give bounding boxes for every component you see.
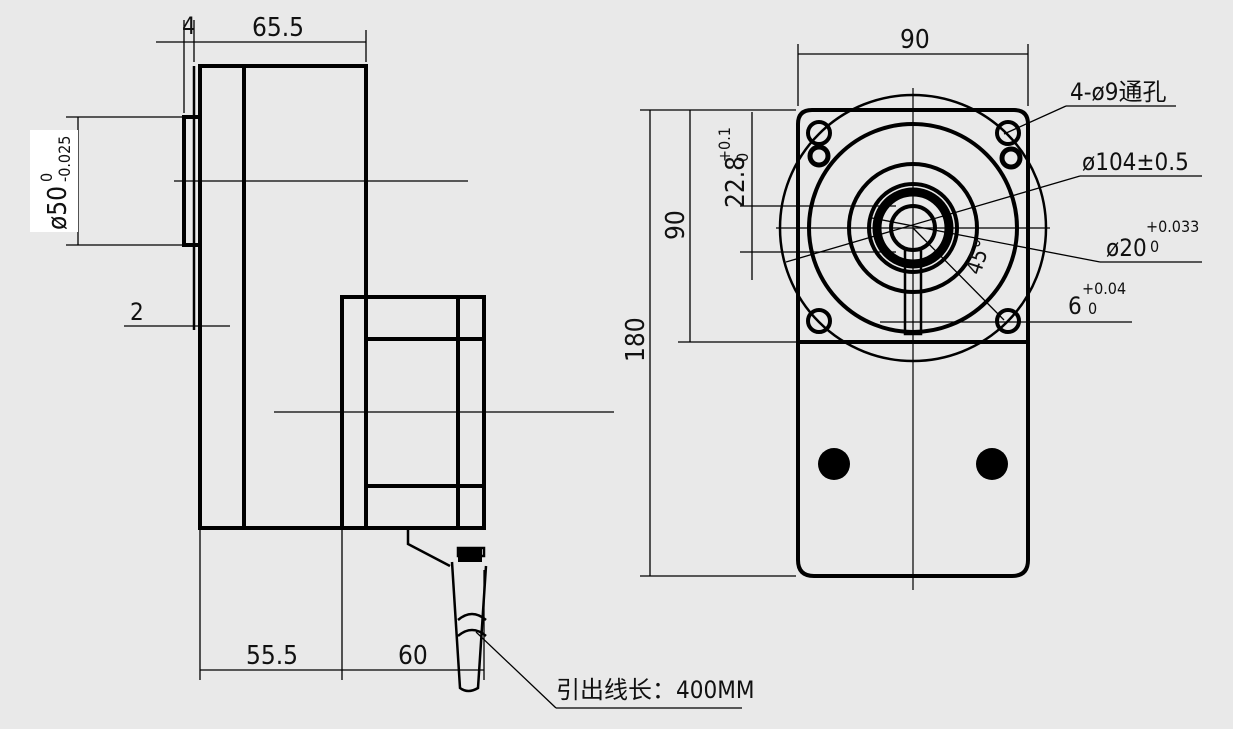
- mount-hole-br: [995, 308, 1021, 334]
- dim-shaft-dia-tol-lower: -0.025: [55, 136, 74, 182]
- front-outline: [796, 108, 1030, 578]
- shaft-dia-label-bg: [30, 130, 78, 232]
- dim-step: 2: [130, 298, 144, 326]
- plate-hole-right: [976, 448, 1008, 480]
- lead-leader-diag: [475, 631, 557, 709]
- lead-length-label: 引出线长：400MM: [556, 676, 754, 704]
- mount-hole-tl2: [807, 144, 831, 168]
- dim-flange-thickness: 4: [182, 12, 196, 40]
- dim-shaft-dia-tol-upper: 0: [37, 173, 56, 182]
- dim-flange-height: 90: [661, 210, 691, 240]
- plate-hole-left: [818, 448, 850, 480]
- key-main: 6: [1068, 292, 1082, 320]
- dim-keyway-main: 22.8: [721, 156, 751, 208]
- dim-gearbox-length: 55.5: [246, 641, 298, 671]
- dim-width: 90: [900, 25, 930, 55]
- holes-leader: [1003, 105, 1067, 135]
- shaft-leader: [871, 217, 1101, 263]
- gearbox-upper-pocket: [364, 295, 486, 341]
- dim-cable-offset: 60: [398, 641, 428, 671]
- shaft-tol-upper: +0.033: [1146, 217, 1199, 236]
- mount-hole-tl: [806, 120, 832, 146]
- lead-wire-plug: [458, 548, 482, 562]
- dim-motor-length: 65.5: [252, 13, 304, 43]
- side-view: 4 65.5 ø50 0 -0.025 2 55.5 60 引出线长：400MM: [30, 12, 754, 709]
- front-view: 90 180 90 22.8 +0.1 0 4-ø9通孔 ø104±0.5 ø2…: [621, 25, 1202, 590]
- shaft-tol-lower: 0: [1150, 237, 1159, 256]
- dim-shaft-dia-main: ø50: [43, 186, 73, 230]
- mount-hole-bl: [806, 308, 832, 334]
- pilot-label: ø104±0.5: [1082, 148, 1189, 176]
- dim-total-height: 180: [621, 317, 651, 362]
- key-tol-upper: +0.04: [1082, 279, 1126, 298]
- angle-arc: [957, 231, 979, 275]
- key-tol-lower: 0: [1088, 299, 1097, 318]
- dim-keyway-tol-upper: +0.1: [715, 127, 734, 162]
- shaft-main: ø20: [1106, 234, 1147, 262]
- mount-hole-tr: [995, 120, 1021, 146]
- angle-label: 45°: [962, 237, 997, 278]
- dim-shaft-dia-group: ø50 0 -0.025: [37, 136, 74, 230]
- dim-keyway-group: 22.8 +0.1 0: [715, 127, 752, 208]
- gearbox-lower-pocket: [364, 484, 486, 530]
- dim-keyway-tol-lower: 0: [733, 153, 752, 162]
- mount-hole-tr2: [999, 146, 1023, 170]
- pilot-leader: [785, 175, 1081, 263]
- holes-label: 4-ø9通孔: [1070, 78, 1166, 106]
